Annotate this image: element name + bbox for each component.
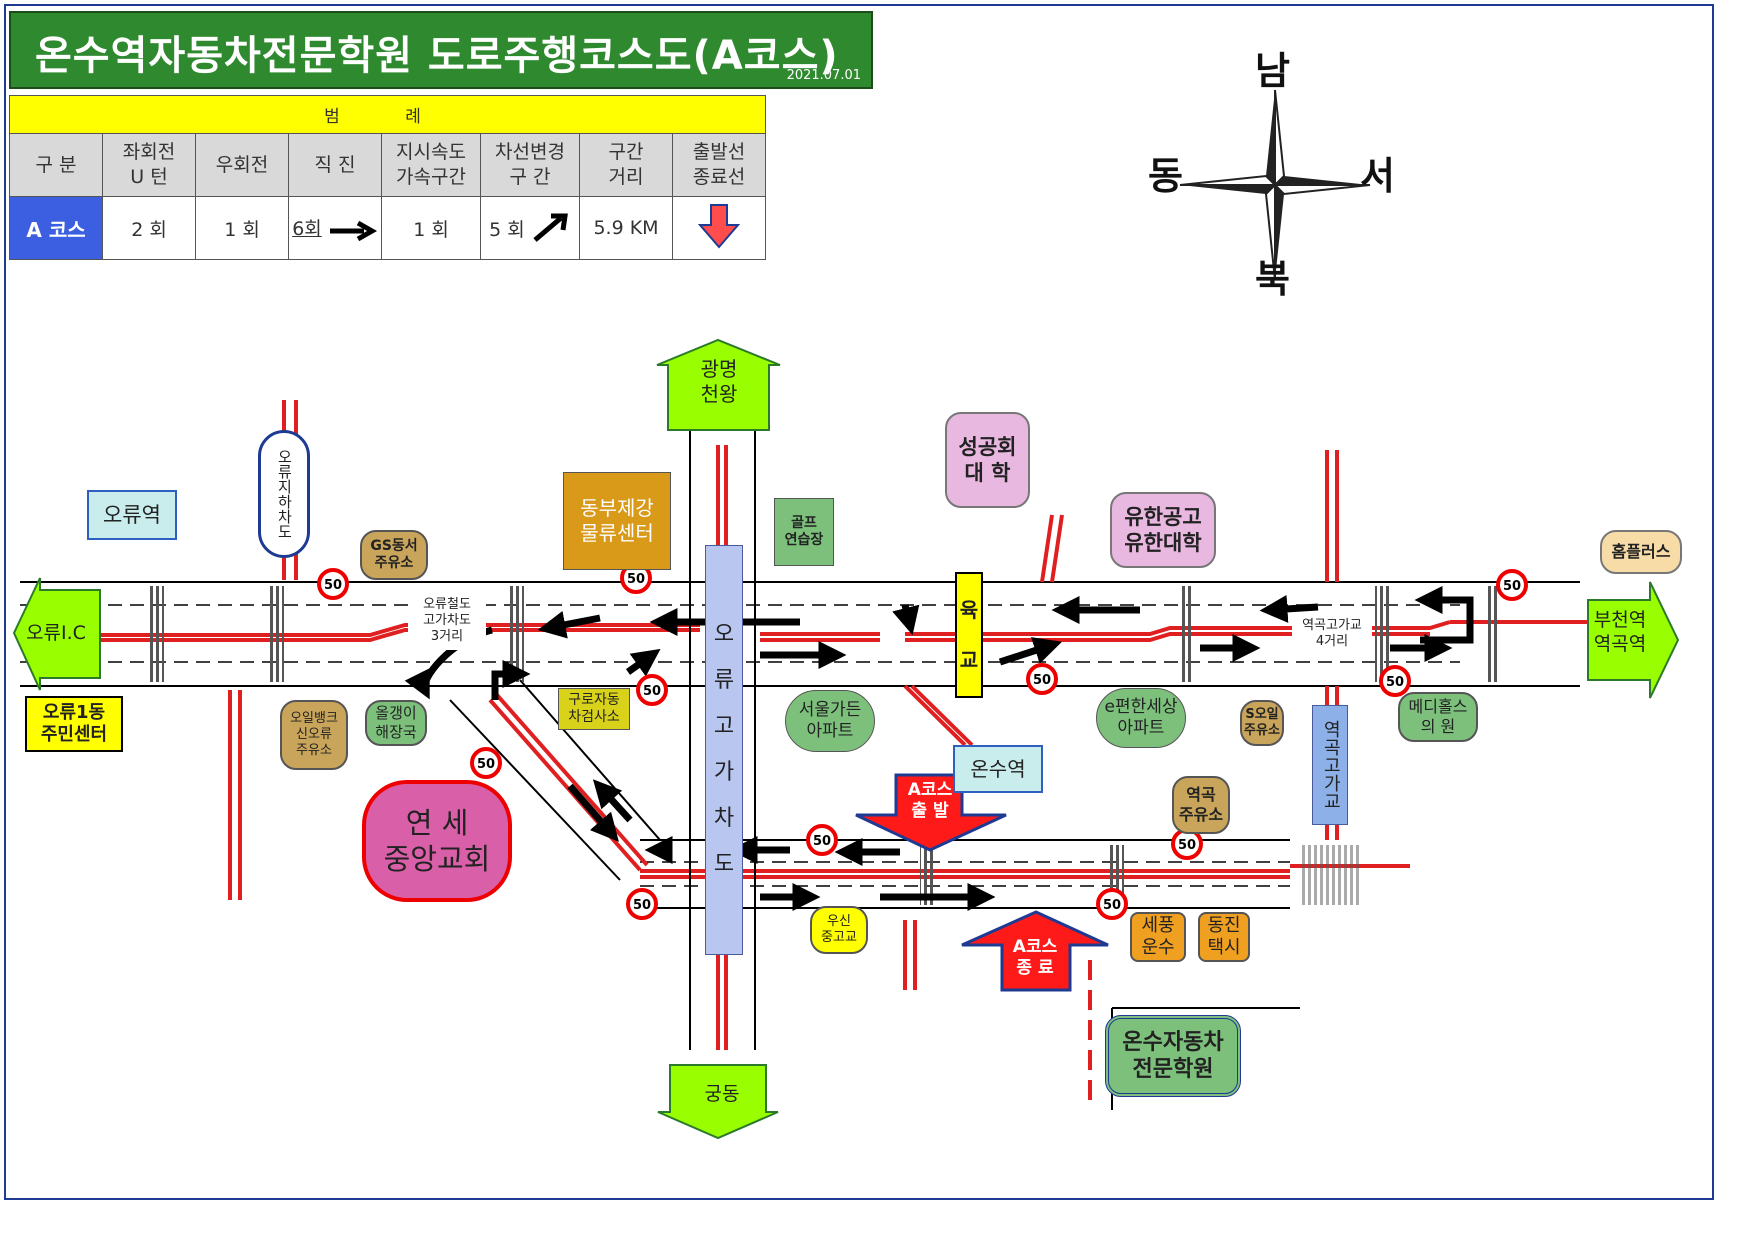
haejangguk-label: 올갱이 해장국	[365, 700, 427, 746]
golf-label: 골프 연습장	[774, 498, 834, 566]
oryu1-center-label: 오류1동 주민센터	[25, 696, 123, 752]
medi-label: 메디홀스 의 원	[1398, 692, 1478, 742]
speed-limit-sign: 50	[806, 824, 838, 856]
speed-limit-sign: 50	[1171, 828, 1203, 860]
speed-limit-text: 50	[324, 578, 342, 593]
legend-header: 좌회전 U 턴	[102, 133, 196, 197]
driving-school-label: 온수자동차 전문학원	[1105, 1015, 1241, 1097]
yeokgok-4way-label: 역곡고가교 4거리	[1292, 614, 1372, 654]
yuhan-label: 유한공고 유한대학	[1110, 492, 1216, 568]
legend-speed-zone: 1 회	[381, 196, 481, 260]
legend-right-turn: 1 회	[195, 196, 289, 260]
legend-distance: 5.9 KM	[579, 196, 673, 260]
speed-limit-sign: 50	[1026, 663, 1058, 695]
speed-limit-sign: 50	[626, 888, 658, 920]
page-title: 온수역자동차전문학원 도로주행코스도(A코스)	[35, 33, 839, 79]
homeplus-label: 홈플러스	[1600, 530, 1682, 574]
bucheon-label: 부천역 역곡역	[1593, 609, 1647, 655]
guro-car-label: 구로자동 차검사소	[558, 688, 630, 730]
yeokgok-gas-label: 역곡 주유소	[1172, 776, 1230, 834]
legend-left-uturn: 2 회	[102, 196, 196, 260]
speed-limit-sign: 50	[620, 562, 652, 594]
legend-header: 차선변경 구 간	[480, 133, 580, 197]
course-end-marker	[961, 910, 1109, 992]
course-arrows	[404, 586, 1474, 911]
yukgyo-label: 육 교	[955, 572, 983, 698]
speed-limit-text: 50	[1103, 898, 1121, 913]
legend-header: 출발선 종료선	[672, 133, 766, 197]
lane-change-arrow-icon	[533, 213, 568, 242]
sepoong-label: 세풍 운수	[1130, 912, 1186, 962]
compass-west: 서	[1360, 153, 1395, 198]
oryu-ic-label: 오류I.C	[26, 622, 86, 645]
speed-limit-text: 50	[1386, 675, 1404, 690]
yonsei-church-label: 연 세 중앙교회	[362, 780, 512, 902]
speed-limit-sign: 50	[317, 568, 349, 600]
speed-limit-sign: 50	[1379, 665, 1411, 697]
gungdong-label: 궁동	[704, 1083, 740, 1106]
title-bar: 온수역자동차전문학원 도로주행코스도(A코스) 2021.07.01	[9, 11, 873, 89]
speed-limit-sign: 50	[470, 747, 502, 779]
legend-straight-value: 6회	[292, 217, 322, 240]
speed-limit-text: 50	[1178, 838, 1196, 853]
speed-limit-text: 50	[477, 757, 495, 772]
course-start-label: A코스 출 발	[907, 779, 953, 821]
course-end-label: A코스 종 료	[1012, 936, 1058, 978]
legend-table: 범 례 구 분 좌회전 U 턴 우회전 직 진 지시속도 가속구간 차선변경 구…	[9, 95, 766, 260]
oil-bank-label: 오일뱅크 신오류 주유소	[280, 700, 348, 770]
gwangmyeong-label: 광명 천왕	[700, 357, 738, 406]
yeokgok-overpass-label: 역곡고가교	[1312, 705, 1348, 825]
speed-limit-text: 50	[643, 684, 661, 699]
speed-limit-text: 50	[633, 898, 651, 913]
compass-north: 남	[1255, 48, 1290, 93]
direction-arrow-right	[1587, 581, 1680, 699]
pyeonhan-label: e편한세상 아파트	[1096, 688, 1186, 748]
compass-rose-icon	[1179, 89, 1371, 281]
title-date: 2021.07.01	[786, 68, 861, 83]
dongbu-steel-label: 동부제강 물류센터	[563, 472, 671, 570]
straight-arrow-icon	[329, 220, 377, 241]
speed-limit-sign: 50	[636, 674, 668, 706]
speed-limit-text: 50	[627, 572, 645, 587]
legend-heading: 범 례	[9, 95, 766, 134]
gs-gas-label: GS동서 주유소	[360, 530, 428, 580]
legend-header: 지시속도 가속구간	[381, 133, 481, 197]
compass-south: 북	[1255, 256, 1290, 301]
legend-lane-change: 5 회	[480, 196, 580, 260]
dongjin-label: 동진 택시	[1198, 912, 1250, 962]
speed-limit-sign: 50	[1096, 888, 1128, 920]
oryu-overpass-road-label: 오 류 고 가 차 도	[705, 545, 743, 955]
map-frame	[4, 4, 1714, 1200]
oryu-underpass-label: 오류지하차도	[258, 430, 310, 558]
speed-limit-text: 50	[1503, 579, 1521, 594]
legend-header: 구간 거리	[579, 133, 673, 197]
legend-lane-change-value: 5 회	[489, 219, 525, 241]
crosswalks	[150, 586, 1499, 905]
legend-header: 직 진	[288, 133, 382, 197]
sungkonghoe-label: 성공회 대 학	[945, 412, 1030, 508]
oryu-station-label: 오류역	[87, 490, 177, 540]
seoul-garden-label: 서울가든 아파트	[785, 690, 875, 752]
direction-arrow-up	[656, 338, 781, 431]
speed-limit-sign: 50	[1496, 569, 1528, 601]
speed-limit-signs: 50 50 50 50 50 50 50 50 50 50 50	[317, 562, 1528, 920]
direction-arrow-left	[12, 577, 101, 691]
oryu-overpass-3way-label: 오류철도 고가차도 3거리	[408, 592, 486, 650]
compass-east: 동	[1148, 153, 1183, 198]
s-oil-label: S오일 주유소	[1240, 700, 1284, 746]
legend-straight: 6회	[288, 196, 382, 260]
legend-course: A 코스	[9, 196, 103, 260]
down-arrow-icon	[697, 203, 741, 249]
direction-arrow-down	[657, 1064, 779, 1140]
woosin-label: 우신 중고교	[810, 906, 868, 954]
speed-limit-text: 50	[1033, 673, 1051, 688]
onsu-station-label: 온수역	[953, 745, 1043, 793]
speed-limit-text: 50	[813, 834, 831, 849]
legend-start-end	[672, 196, 766, 260]
legend-header: 우회전	[195, 133, 289, 197]
